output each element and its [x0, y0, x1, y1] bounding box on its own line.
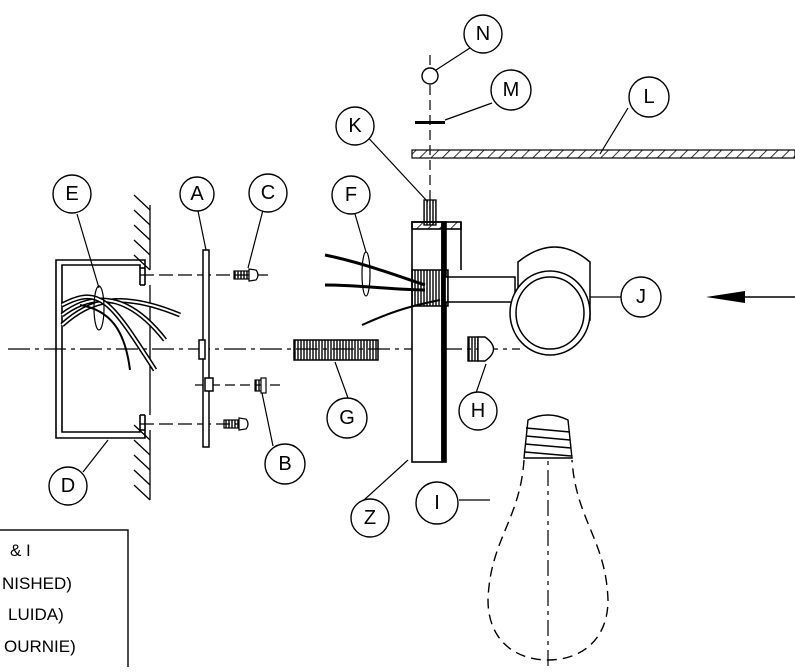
svg-text:M: M: [503, 79, 520, 101]
callout-i: I: [415, 481, 459, 525]
finial-ball: [421, 67, 439, 85]
svg-text:H: H: [471, 400, 485, 422]
threaded-nipple: [293, 339, 379, 361]
svg-text:B: B: [278, 453, 291, 475]
note-box: & I NISHED) LUIDA) OURNIE): [0, 529, 129, 671]
svg-text:C: C: [261, 182, 275, 204]
callout-b: B: [264, 443, 306, 485]
svg-text:G: G: [339, 407, 355, 429]
note-line-2: NISHED): [2, 574, 72, 593]
mounting-plate: [198, 249, 214, 448]
leader-lines: [76, 45, 629, 501]
svg-text:K: K: [348, 115, 362, 137]
svg-text:A: A: [190, 183, 204, 205]
callout-a: A: [179, 176, 215, 212]
screws: [223, 268, 267, 431]
callout-l: L: [628, 76, 670, 118]
svg-text:E: E: [65, 183, 78, 205]
svg-text:N: N: [476, 23, 490, 45]
washer: [415, 121, 445, 124]
svg-text:F: F: [345, 184, 357, 206]
note-line-3: LUIDA): [8, 605, 64, 624]
fixture-backplate: [411, 221, 462, 463]
ceiling-panel: [411, 149, 795, 159]
mounting-screw-lower: [223, 419, 240, 429]
socket-arm: [411, 246, 591, 356]
svg-text:Z: Z: [364, 507, 376, 529]
cap-nut: [467, 336, 495, 362]
threaded-rod: [423, 199, 437, 226]
mounting-screw-upper: [233, 270, 250, 280]
callout-g: G: [326, 397, 368, 439]
callout-z: Z: [350, 498, 390, 538]
direction-arrow: [706, 291, 795, 303]
junction-box: [55, 259, 146, 439]
light-bulb: [487, 414, 609, 661]
callout-c: C: [248, 173, 288, 213]
callout-e: E: [52, 174, 92, 214]
callout-k: K: [335, 106, 375, 146]
box-wires: [60, 285, 181, 372]
svg-text:L: L: [643, 86, 654, 108]
callout-n: N: [463, 14, 503, 54]
fixture-wires: [324, 251, 441, 326]
callout-m: M: [490, 69, 532, 111]
svg-text:J: J: [636, 286, 646, 308]
callout-j: J: [620, 276, 662, 318]
note-line-4: OURNIE): [4, 637, 76, 656]
callouts: A B C D E F G H I J K L M N Z: [48, 14, 670, 538]
callout-f: F: [331, 175, 371, 215]
callout-h: H: [458, 391, 498, 431]
note-line-1: & I: [10, 541, 31, 560]
callout-d: D: [48, 466, 88, 506]
svg-text:I: I: [434, 492, 440, 514]
svg-text:D: D: [61, 475, 75, 497]
